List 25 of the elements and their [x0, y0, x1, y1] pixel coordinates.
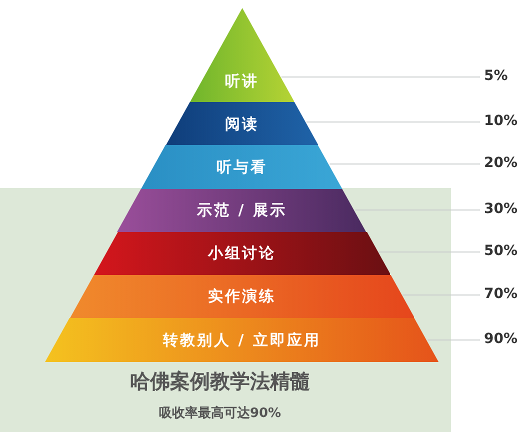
leader-line — [402, 294, 480, 296]
percentage-label: 70% — [484, 286, 518, 302]
pyramid-level — [94, 232, 390, 275]
percentage-label: 90% — [484, 331, 518, 347]
caption-panel — [0, 188, 451, 432]
pyramid-level — [70, 275, 414, 318]
pyramid-level — [45, 318, 439, 362]
pyramid-level — [190, 8, 294, 102]
level-label: 听与看 — [216, 158, 268, 177]
panel-subtitle: 吸收率最高可达90% — [158, 404, 282, 422]
level-label: 听讲 — [224, 72, 259, 91]
level-label: 实作演练 — [208, 287, 276, 306]
percentage-label: 5% — [484, 68, 508, 84]
leader-line — [280, 76, 480, 78]
pyramid-level — [166, 102, 318, 145]
percentage-label: 20% — [484, 155, 518, 171]
panel-title: 哈佛案例教学法精髓 — [129, 368, 311, 395]
level-label: 转教别人 / 立即应用 — [163, 331, 321, 350]
percentage-label: 50% — [484, 243, 518, 259]
percentage-label: 10% — [484, 113, 518, 129]
level-label: 示范 / 展示 — [197, 201, 287, 220]
level-label: 阅读 — [224, 115, 259, 134]
level-label: 小组讨论 — [208, 244, 276, 263]
pyramid-level — [117, 189, 367, 232]
percentage-label: 30% — [484, 201, 518, 217]
